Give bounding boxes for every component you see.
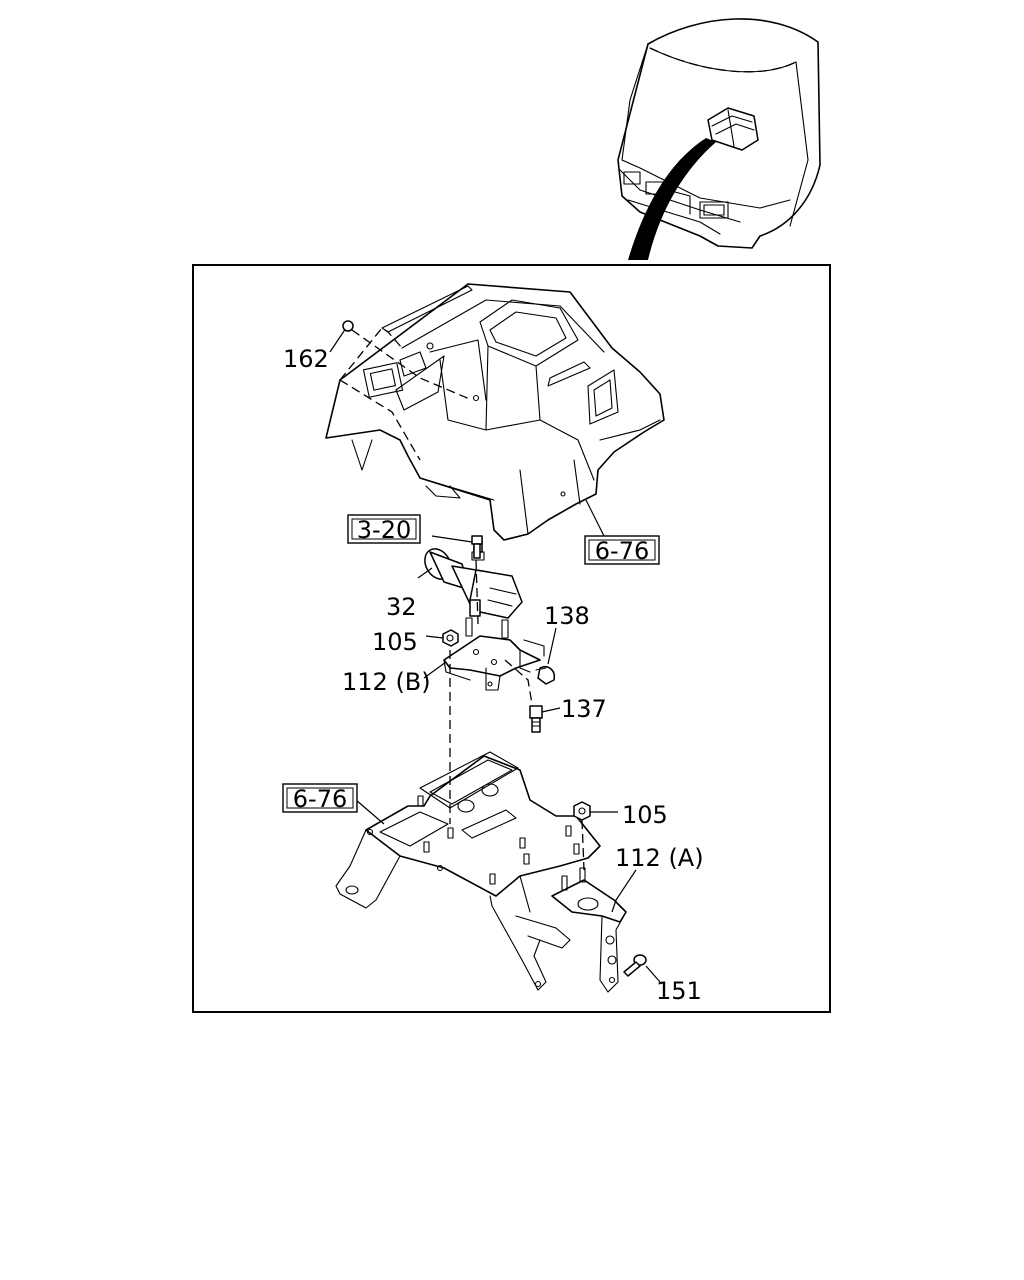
- nut-105-top: [442, 629, 459, 647]
- part-label-112a: 112 (A): [615, 844, 704, 872]
- part-label-32: 32: [386, 593, 417, 621]
- ref-label-6-76-bottom: 6-76: [293, 785, 347, 813]
- screw-3-20: [471, 535, 483, 559]
- ref-label-3-20: 3-20: [357, 516, 411, 544]
- ref-box-6-76-top: 6-76: [584, 535, 660, 565]
- part-label-151: 151: [656, 977, 702, 1005]
- ref-box-3-20: 3-20: [347, 514, 421, 544]
- ref-label-6-76-top: 6-76: [595, 537, 649, 565]
- screw-137: [529, 705, 543, 733]
- detail-frame: [192, 264, 831, 1013]
- ref-box-6-76-bottom: 6-76: [282, 783, 358, 813]
- part-label-162: 162: [283, 345, 329, 373]
- nut-105-bottom: [573, 801, 591, 821]
- part-label-138: 138: [544, 602, 590, 630]
- part-label-105-top: 105: [372, 628, 418, 656]
- leader-lines: [329, 320, 661, 983]
- mounting-bracket: [335, 751, 601, 991]
- part-label-137: 137: [561, 695, 607, 723]
- bracket-112b: [443, 617, 541, 691]
- part-label-105-bottom: 105: [622, 801, 668, 829]
- dashboard-cover: [325, 283, 665, 541]
- lighter-assembly: [424, 539, 523, 619]
- part-label-112b: 112 (B): [342, 668, 431, 696]
- bulb-138: [523, 639, 556, 685]
- bolt-151: [623, 954, 647, 977]
- bracket-112a: [551, 867, 627, 993]
- vehicle-cab-locator: [617, 18, 821, 260]
